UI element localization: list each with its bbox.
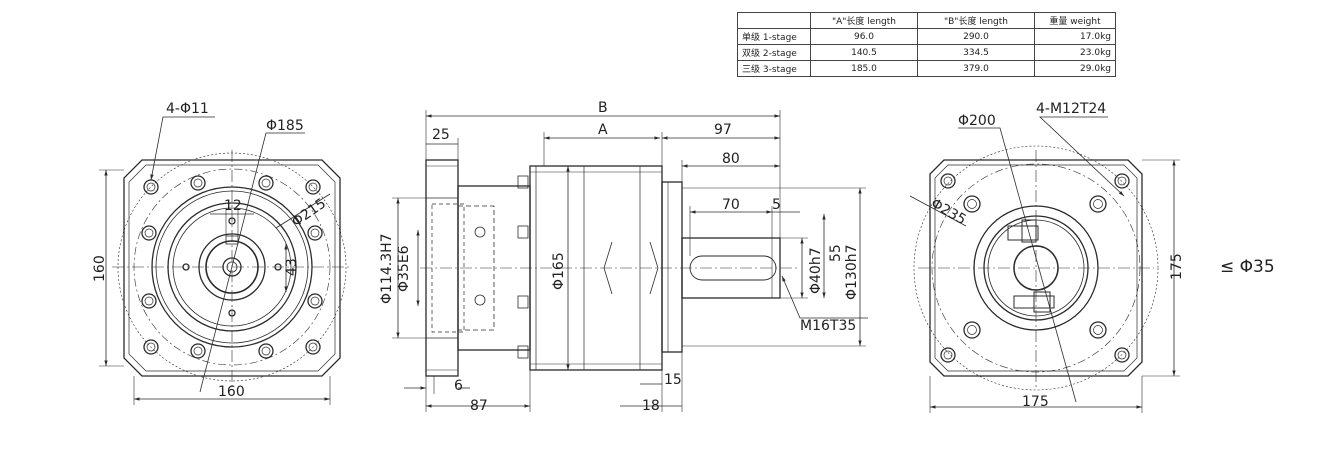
- right-outer-dia-label: Φ235: [928, 196, 969, 229]
- side-body-dia-label: Φ165: [551, 252, 567, 290]
- side-adapter-hidden-bore: [457, 205, 495, 331]
- right-threads-leader: [1038, 116, 1125, 197]
- right-view: [909, 116, 1180, 413]
- right-bolt-holes: [963, 195, 1107, 339]
- side-shaft-80-label: 80: [722, 151, 740, 167]
- spec-table: "A"长度 length "B"长度 length 重量 weight 单级 1…: [737, 12, 1116, 77]
- weight-cell: 29.0kg: [1034, 60, 1116, 77]
- side-shaft-70-label: 70: [722, 197, 740, 213]
- left-height-label: 160: [92, 255, 108, 282]
- side-shaft-97-label: 97: [714, 122, 732, 138]
- side-dim-6-label: 6: [454, 378, 463, 394]
- side-flange-25-label: 25: [432, 127, 450, 143]
- left-square-flange: [123, 159, 341, 377]
- side-bolt-head: [517, 345, 529, 359]
- side-shaft-5-label: 5: [772, 197, 781, 213]
- right-pcd-leader: [958, 127, 1077, 403]
- side-thread-label: M16T35: [800, 318, 856, 334]
- left-outer-dia-leader: [275, 193, 331, 229]
- left-view: [99, 116, 352, 405]
- side-dim-18-label: 18: [642, 398, 660, 414]
- right-pcd-label: Φ200: [958, 113, 996, 129]
- right-height-label: 175: [1169, 253, 1185, 280]
- table-row: 三级 3-stage 185.0 379.0 29.0kg: [737, 60, 1116, 77]
- left-key-height-label: 43: [284, 258, 300, 276]
- left-pcd-leader: [199, 132, 305, 393]
- right-square-flange: [929, 159, 1143, 377]
- left-key-width-label: 12: [224, 198, 242, 214]
- side-bolt-head: [517, 225, 529, 239]
- left-bolt-holes: [141, 175, 323, 359]
- side-shaft-dia-label: Φ40h7: [808, 247, 824, 294]
- stage-cell: 三级 3-stage: [737, 60, 811, 77]
- right-clamp-top-b: [1021, 219, 1037, 243]
- right-square-flange-inner: [934, 164, 1138, 372]
- right-clamp-top: [1007, 225, 1039, 241]
- side-view: [392, 110, 868, 412]
- side-adapter-hole: [474, 226, 486, 238]
- left-width-label: 160: [218, 384, 245, 400]
- side-dim-87-label: 87: [470, 398, 488, 414]
- right-threads-label: 4-M12T24: [1036, 101, 1106, 117]
- side-dim-15-label: 15: [664, 372, 682, 388]
- side-thread-leader: [781, 275, 868, 319]
- side-input-bore-label: Φ35E6: [396, 245, 412, 292]
- left-square-flange-inner: [128, 164, 336, 372]
- spec-table-header-row: "A"长度 length "B"长度 length 重量 weight: [737, 12, 1116, 29]
- left-holes-label: 4-Φ11: [166, 101, 209, 117]
- right-outer-dia-leader: [909, 195, 967, 227]
- right-clamp-bottom-b: [1033, 291, 1051, 313]
- left-pcd-label: Φ185: [266, 118, 304, 134]
- left-outer-dia-label: Φ215: [289, 196, 329, 231]
- side-output-pilot: [661, 181, 683, 353]
- side-bolt-head: [517, 175, 529, 189]
- right-corner-holes: [940, 173, 1130, 363]
- right-width-label: 175: [1022, 394, 1049, 410]
- side-body-length-label: A: [598, 122, 608, 138]
- side-spigot-dia-label: Φ114.3H7: [379, 233, 395, 304]
- left-holes-leader: [150, 116, 215, 181]
- side-total-length-label: B: [598, 100, 608, 116]
- right-outer-dia-circle: [913, 145, 1159, 391]
- side-adapter-hole: [474, 294, 486, 306]
- motor-shaft-label: ≤ Φ35: [1220, 257, 1275, 277]
- side-bolt-head: [517, 295, 529, 309]
- side-shaft-55-label: 55: [828, 244, 844, 262]
- side-pilot-dia-label: Φ130h7: [844, 244, 860, 300]
